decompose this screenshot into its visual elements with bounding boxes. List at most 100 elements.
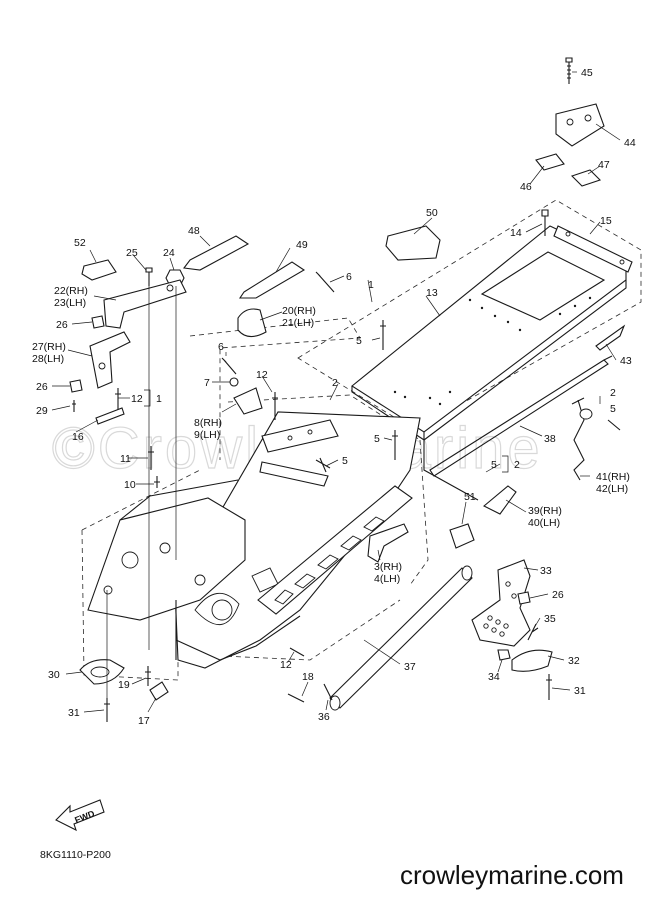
clip-26c: [517, 591, 531, 605]
label-12b: 12: [131, 393, 143, 405]
flap-43: [595, 324, 626, 351]
label-5d: 5: [342, 455, 348, 467]
label-35: 35: [544, 613, 556, 625]
label-33: 33: [540, 565, 552, 577]
label-12a: 12: [256, 369, 268, 381]
pin-5a: [380, 320, 386, 350]
strip-49: [238, 261, 306, 299]
bolt-12c: [289, 647, 305, 657]
label-17: 17: [138, 715, 150, 727]
bracket-27: [89, 331, 131, 389]
label-52: 52: [74, 237, 86, 249]
label-29: 29: [36, 405, 48, 417]
label-3: 3(RH): [374, 561, 402, 573]
label-10: 10: [124, 479, 136, 491]
label-9: 9(LH): [194, 429, 220, 441]
leader-lines: [51, 71, 621, 713]
label-24: 24: [163, 247, 175, 259]
label-32: 32: [568, 655, 580, 667]
bolt-25: [145, 267, 153, 286]
bracket-8: [233, 387, 263, 415]
plate-50: [385, 225, 441, 261]
bolt-6a: [315, 271, 335, 293]
label-14: 14: [510, 227, 522, 239]
boot-20: [237, 308, 267, 338]
side-rail: [429, 359, 609, 477]
label-26b: 26: [36, 381, 48, 393]
tunnel-rear-panel: [480, 251, 606, 321]
clip-26b: [69, 379, 83, 393]
label-38: 38: [544, 433, 556, 445]
bolt-12a: [272, 392, 278, 420]
fwd-arrow-icon: FWD: [55, 799, 105, 832]
label-1a: 1: [368, 279, 374, 291]
label-30: 30: [48, 669, 60, 681]
snow-flap-bracket: [555, 103, 605, 147]
rear-bumper-bar: [329, 565, 473, 711]
label-51: 51: [464, 491, 476, 503]
pad-47: [570, 169, 602, 187]
label-28: 28(LH): [32, 353, 64, 365]
label-49: 49: [296, 239, 308, 251]
label-25: 25: [126, 247, 138, 259]
diagram-code: 8KG1110-P200: [40, 849, 111, 861]
pad-46: [535, 153, 565, 171]
clip-26a: [91, 315, 105, 329]
clip-17: [149, 681, 169, 701]
label-18: 18: [302, 671, 314, 683]
bracket-32: [511, 649, 553, 672]
label-44: 44: [624, 137, 636, 149]
label-6b: 6: [218, 341, 224, 353]
strap-16: [95, 407, 125, 425]
label-27: 27(RH): [32, 341, 66, 353]
bolt-6b: [221, 357, 237, 375]
label-5c: 5: [374, 433, 380, 445]
label-31a: 31: [68, 707, 80, 719]
label-46: 46: [520, 181, 532, 193]
label-34: 34: [488, 671, 500, 683]
label-2c: 2: [514, 459, 520, 471]
label-8: 8(RH): [194, 417, 222, 429]
label-16: 16: [72, 431, 84, 443]
label-5e: 5: [491, 459, 497, 471]
bracket-3: [367, 523, 409, 563]
pin-5d: [607, 419, 621, 431]
tunnel-rivets: [393, 296, 592, 406]
label-20: 20(RH): [282, 305, 316, 317]
label-5b: 5: [610, 403, 616, 415]
label-26c: 26: [552, 589, 564, 601]
bolt-35: [527, 623, 539, 641]
label-13: 13: [426, 287, 438, 299]
label-23: 23(LH): [54, 297, 86, 309]
label-47: 47: [598, 159, 610, 171]
bracket-22: [103, 279, 187, 329]
bolt-10: [154, 476, 160, 488]
label-21: 21(LH): [282, 317, 314, 329]
site-footer: crowleymarine.com: [400, 860, 624, 890]
nut-7: [229, 377, 239, 387]
bolt-34: [497, 649, 511, 661]
part-labels: 45 44 47 46 50 14 15 48 49 52 25 24 6 1 …: [32, 67, 636, 727]
label-19: 19: [118, 679, 130, 691]
tunnel-assembly: [87, 225, 633, 669]
label-2b: 2: [610, 387, 616, 399]
rivet-31b: [546, 674, 552, 700]
block-51: [449, 523, 475, 549]
truss-frame: [257, 485, 413, 615]
bolt-45: [565, 57, 573, 84]
assembly-outlines: [81, 199, 642, 681]
label-48: 48: [188, 225, 200, 237]
pin-5c: [392, 430, 398, 460]
truss-cutouts: [274, 516, 385, 605]
label-26a: 26: [56, 319, 68, 331]
label-12c: 12: [280, 659, 292, 671]
pin-5b: [315, 457, 331, 473]
strip-48: [182, 235, 250, 271]
label-40: 40(LH): [528, 517, 560, 529]
label-41: 41(RH): [596, 471, 630, 483]
label-22: 22(RH): [54, 285, 88, 297]
label-15: 15: [600, 215, 612, 227]
bolt-19: [145, 666, 151, 686]
bolt-14: [541, 209, 549, 236]
